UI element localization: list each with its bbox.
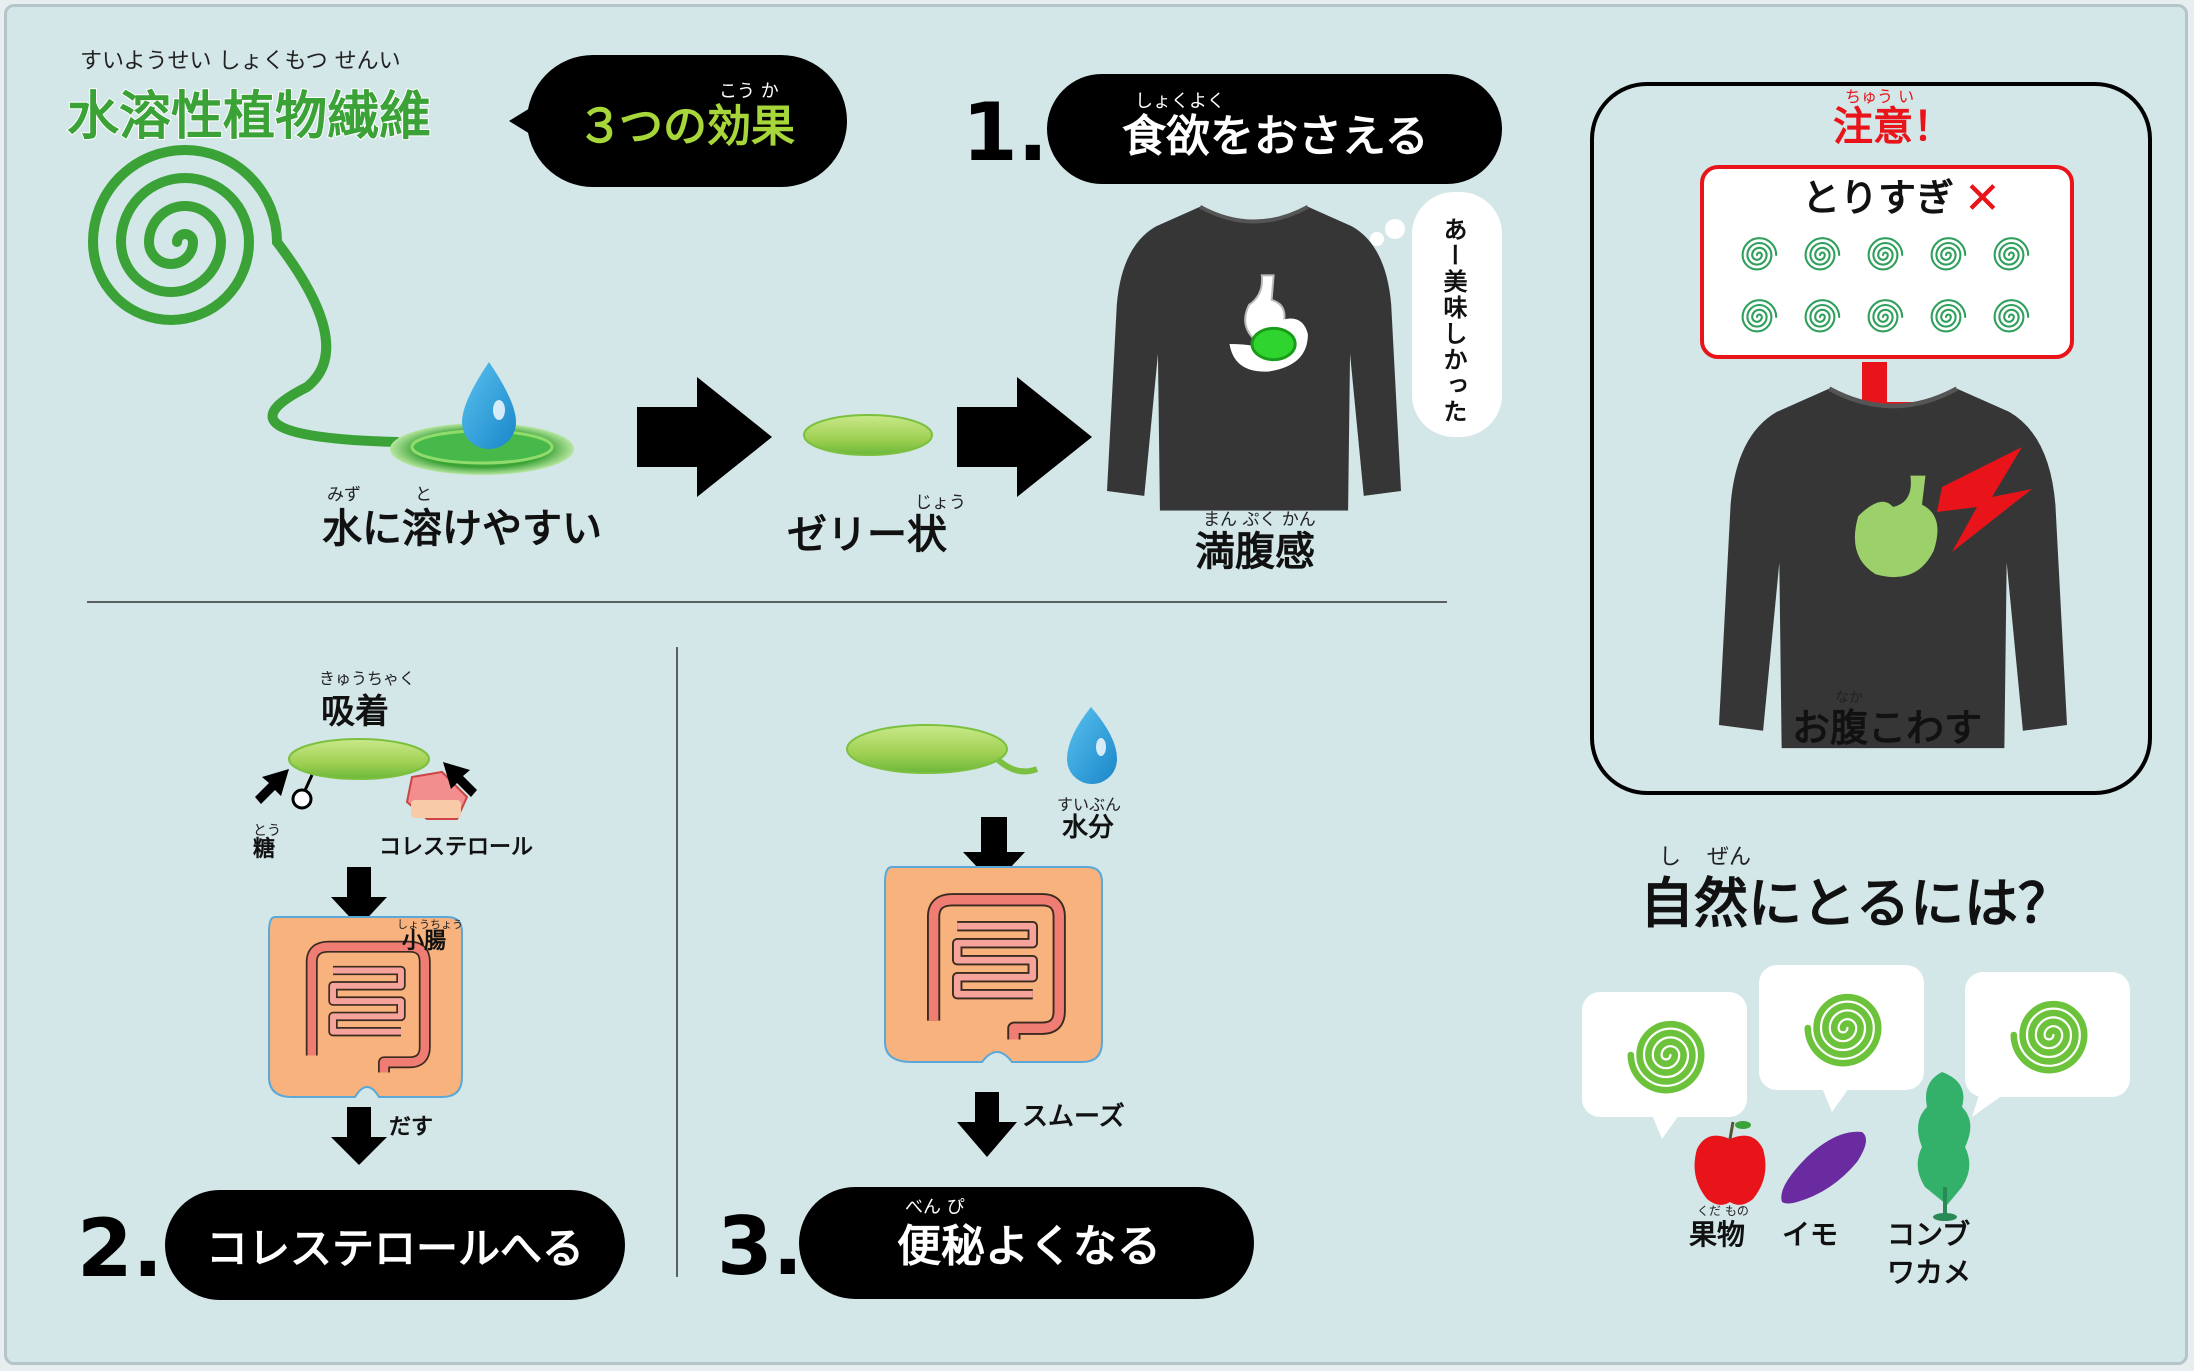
small-intestine-label: 小腸	[402, 929, 447, 954]
seaweed-label-2: ワカメ	[1887, 1256, 1972, 1289]
step2-label-pill: コレステロールへる	[165, 1190, 625, 1300]
absorb-label: 吸着	[321, 692, 389, 732]
effects-badge	[527, 55, 847, 187]
caution-ruby: ちゅう い	[1845, 87, 1915, 106]
caution-title: 注意！	[1833, 104, 1953, 150]
out-label: だす	[389, 1115, 434, 1140]
seaweed-speech-bubble	[1965, 972, 2130, 1117]
step1-label-pill	[1047, 74, 1502, 184]
caution-panel	[1590, 82, 2152, 795]
arrow-up-right-icon	[443, 762, 477, 797]
overeat-box	[1700, 165, 2074, 359]
water-label: 水分	[1062, 813, 1115, 843]
step3-label-pill	[799, 1187, 1254, 1299]
arrow-up-left-icon	[255, 769, 289, 804]
title-ruby: すいようせい しょくもつ せんい	[80, 49, 401, 74]
cross-icon: ✕	[1964, 173, 2001, 224]
jelly-disc	[803, 414, 933, 456]
fullness-label: 満腹感	[1195, 529, 1315, 575]
step2-label: コレステロールへる	[205, 1223, 584, 1273]
illustration-layer	[87, 82, 2152, 1277]
step3-number: 3.	[717, 1200, 804, 1293]
arrow-right-icon	[957, 377, 1092, 497]
stomach-upset-ruby: なか	[1835, 690, 1863, 706]
dissolve-label: 水に溶けやすい	[322, 506, 602, 552]
potato-label: イモ	[1782, 1218, 1839, 1251]
fruit-ruby: くだ もの	[1697, 1204, 1749, 1218]
thought-bubble	[1412, 192, 1502, 437]
arrow-right-icon	[637, 377, 772, 497]
jelly-disc	[846, 724, 1008, 774]
seaweed-label-1: コンブ	[1887, 1218, 1971, 1251]
small-intestine-ruby: しょうちょう	[397, 918, 463, 931]
body-shirt-full	[1107, 204, 1402, 511]
seaweed-icon	[1917, 1072, 1971, 1221]
dissolve-ruby-2: と	[415, 485, 432, 505]
fullness-ruby: まん ぷく かん	[1203, 510, 1316, 530]
arrow-down-icon	[957, 1092, 1017, 1157]
step3-label-ruby: べん ぴ	[905, 1197, 965, 1218]
apple-icon	[1694, 1121, 1766, 1205]
absorb-ruby: きゅうちゃく	[319, 669, 416, 688]
dissolve-ruby-1: みず	[327, 485, 361, 505]
step2-number: 2.	[77, 1202, 164, 1295]
water-ruby: すいぶん	[1057, 795, 1122, 814]
natural-ruby-2: ぜん	[1707, 845, 1752, 870]
water-drop-icon	[462, 362, 516, 449]
page-title: 水溶性植物繊維	[66, 87, 432, 147]
pain-lightning-icon	[1937, 447, 2032, 552]
body-shirt-upset	[1719, 389, 2067, 749]
fiber-spiral-illustration	[87, 145, 402, 447]
step1-label: 食欲をおさえる	[1122, 111, 1429, 162]
effects-number: ３	[577, 99, 623, 153]
smooth-label: スムーズ	[1022, 1102, 1125, 1132]
arrow-down-icon	[331, 867, 387, 927]
infographic-board: すいようせい しょくもつ せんい 水溶性植物繊維 こう か ３ つの効果 1. …	[4, 4, 2188, 1365]
potato-speech-bubble	[1759, 965, 1924, 1112]
step3-label: 便秘よくなる	[897, 1221, 1161, 1272]
arrow-down-icon	[331, 1107, 387, 1165]
fruit-speech-bubble	[1582, 992, 1747, 1139]
fruit-label: 果物	[1689, 1218, 1746, 1251]
cholesterol-label: コレステロール	[379, 835, 534, 860]
step1-number: 1.	[962, 86, 1049, 179]
step1-label-ruby: しょくよく	[1135, 91, 1225, 112]
large-intestine-illustration	[884, 866, 1103, 1063]
natural-title: 自然にとるには？	[1640, 872, 2072, 935]
jelly-absorb-disc	[288, 738, 430, 780]
stomach-upset-label: お腹こわす	[1792, 706, 1983, 750]
jelly-ruby: じょう	[915, 493, 966, 513]
overeat-label: とりすぎ	[1802, 176, 1955, 220]
sweet-potato-icon	[1781, 1131, 1866, 1204]
natural-ruby-1: し	[1659, 845, 1682, 870]
jelly-label: ゼリー状	[787, 512, 947, 558]
sugar-ruby: とう	[253, 823, 281, 839]
sugar-label: 糖	[253, 837, 276, 862]
sugar-molecule-icon	[291, 788, 313, 810]
effects-ruby: こう か	[719, 81, 779, 102]
effects-label: つの効果	[619, 101, 795, 152]
small-intestine-illustration	[268, 916, 463, 1098]
water-drop-icon	[1067, 707, 1117, 784]
thought-text: あー美味しかった	[1439, 217, 1467, 425]
